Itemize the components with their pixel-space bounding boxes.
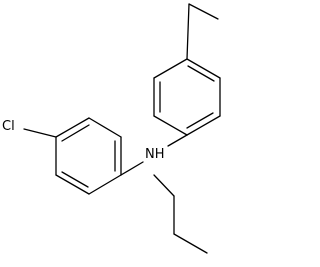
chlorophenyl-ring-bond bbox=[55, 174, 90, 195]
ethylphenyl-ring bbox=[153, 58, 221, 136]
ethylphenyl-ring-bond bbox=[186, 58, 221, 79]
ethylphenyl-ring-bond bbox=[186, 115, 221, 136]
ethyl-bond-ch2-ring bbox=[186, 3, 190, 60]
chlorine-atom-label: Cl bbox=[2, 119, 15, 134]
amine-atom-label: NH bbox=[145, 147, 165, 162]
ethyl-bond-ch3-ch2 bbox=[188, 3, 219, 20]
chemical-structure-diagram: Cl NH bbox=[2, 3, 221, 254]
chlorophenyl-ring-bond bbox=[88, 174, 122, 195]
chlorophenyl-ring-bond bbox=[55, 117, 90, 138]
ethylphenyl-ring-bond bbox=[153, 115, 188, 136]
chlorophenyl-double-bond bbox=[61, 171, 89, 188]
ethylphenyl-ring-bond bbox=[153, 58, 188, 79]
ethylphenyl-double-bond bbox=[186, 112, 214, 129]
nitrogen-to-methine-bond bbox=[120, 161, 144, 176]
chlorophenyl-ring-bond bbox=[88, 117, 122, 138]
amine-linkage bbox=[120, 134, 188, 176]
ethyl-group bbox=[186, 3, 219, 60]
propyl-bond bbox=[153, 174, 175, 197]
chlorophenyl-double-bond bbox=[61, 124, 90, 142]
chlorophenyl-ring bbox=[55, 117, 122, 195]
ring-to-nitrogen-bond bbox=[167, 134, 188, 147]
chlorine-bond bbox=[23, 128, 57, 138]
propyl-chain bbox=[153, 174, 208, 254]
ethylphenyl-double-bond bbox=[187, 65, 215, 82]
propyl-bond bbox=[173, 233, 208, 254]
